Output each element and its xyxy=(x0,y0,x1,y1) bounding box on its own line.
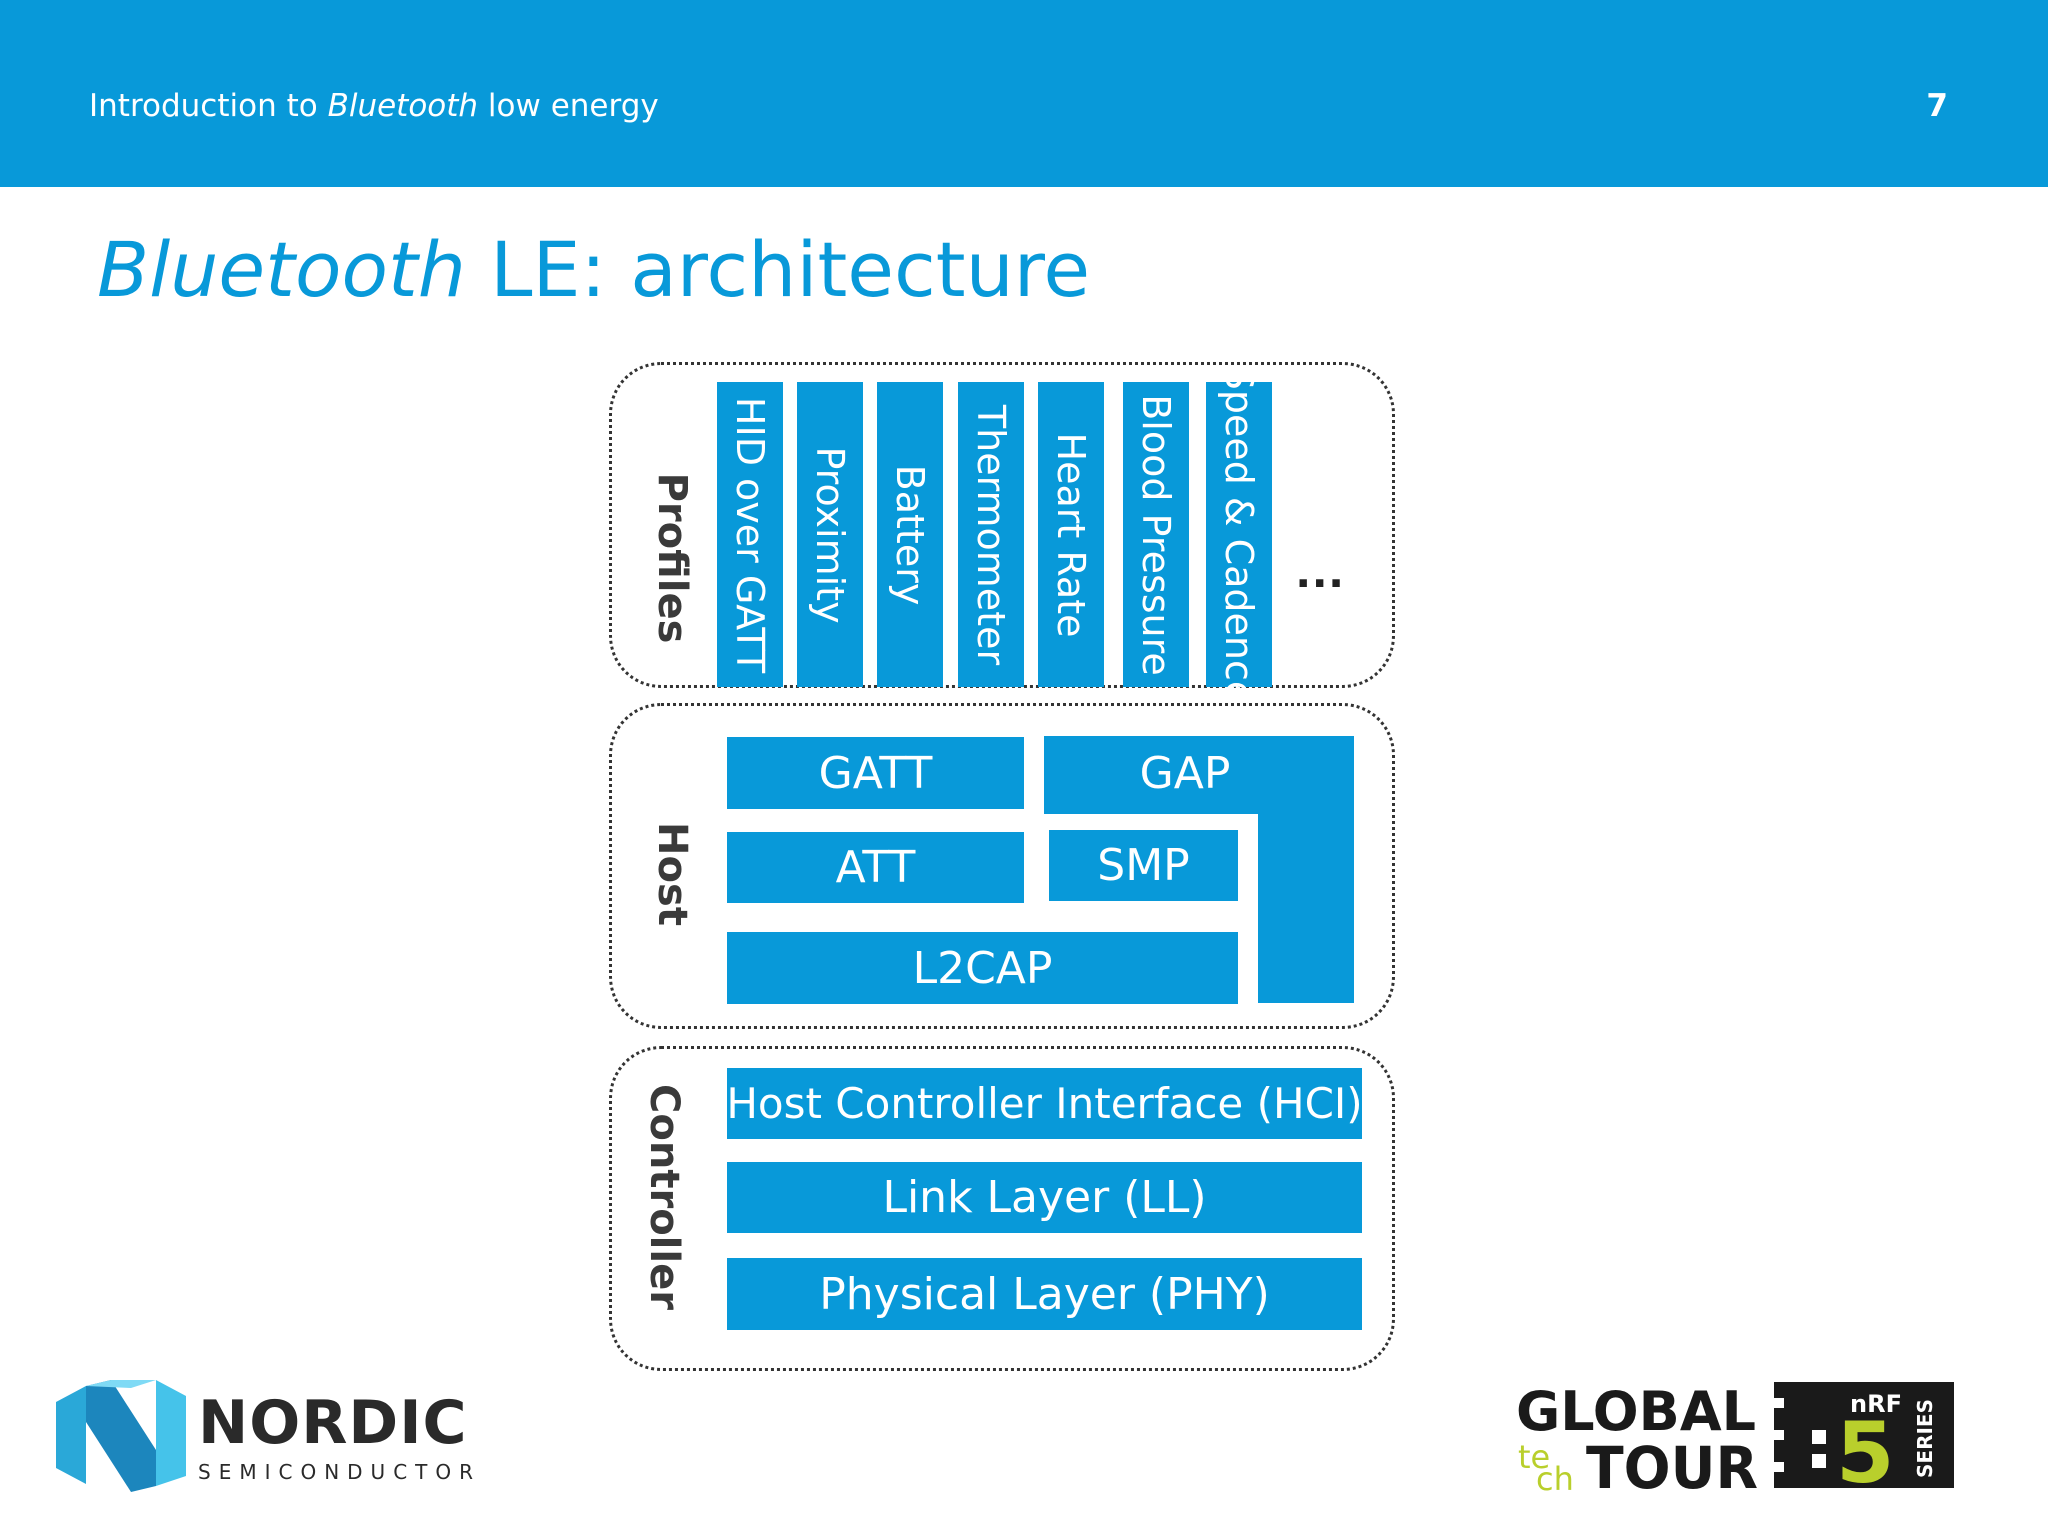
nrf5-nrf-text: nRF xyxy=(1850,1390,1902,1418)
profile-label: Blood Pressure xyxy=(1134,393,1178,676)
l2cap-box: L2CAP xyxy=(727,932,1238,1004)
smp-box: SMP xyxy=(1049,830,1238,901)
hci-box: Host Controller Interface (HCI) xyxy=(726,1068,1363,1139)
gap-box-shape xyxy=(1044,736,1354,1003)
nordic-logo-icon xyxy=(56,1380,186,1492)
physical-layer-box: Physical Layer (PHY) xyxy=(727,1258,1362,1330)
nordic-hex-top xyxy=(86,1380,156,1388)
host-group xyxy=(609,703,1395,1029)
title-rest: LE: architecture xyxy=(465,225,1091,314)
nordic-hex-diagonal xyxy=(86,1380,156,1492)
presentation-subtitle: Introduction to Bluetooth low energy xyxy=(89,86,659,126)
profile-heart-rate: Heart Rate xyxy=(1038,382,1104,687)
profile-label: Thermometer xyxy=(969,404,1013,665)
profile-thermometer: Thermometer xyxy=(958,382,1024,687)
profile-blood-pressure: Blood Pressure xyxy=(1123,382,1189,687)
profiles-label-text: Profiles xyxy=(649,472,695,644)
nrf5-badge-notch-2 xyxy=(1774,1430,1784,1440)
profile-label: Proximity xyxy=(808,445,852,624)
gatt-box: GATT xyxy=(727,737,1024,809)
host-label-text: Host xyxy=(649,822,695,926)
profile-label: HID over GATT xyxy=(728,396,772,673)
tour-tech-ch: ch xyxy=(1536,1460,1574,1492)
tour-tour-text: TOUR xyxy=(1586,1434,1758,1492)
slide-title: Bluetooth LE: architecture xyxy=(97,222,1090,318)
profile-label: Battery xyxy=(888,464,932,605)
nrf5-badge-notch-1 xyxy=(1774,1398,1784,1408)
nrf5-badge-notch-3 xyxy=(1774,1462,1784,1472)
profile-speed-cadence: Speed & Cadence xyxy=(1206,365,1272,704)
title-italic: Bluetooth xyxy=(97,225,466,314)
nordic-name: NORDIC xyxy=(198,1388,468,1458)
profile-label: Speed & Cadence xyxy=(1217,365,1261,704)
nrf5-dot-1 xyxy=(1812,1430,1826,1444)
tour-tech-te: te xyxy=(1518,1438,1550,1476)
profiles-more-ellipsis: ... xyxy=(1296,541,1346,599)
subtitle-prefix: Introduction to xyxy=(89,88,328,124)
gap-box: GAP xyxy=(1139,747,1231,799)
link-layer-box: Link Layer (LL) xyxy=(727,1162,1362,1233)
subtitle-italic: Bluetooth xyxy=(327,88,479,124)
gap-l-shape xyxy=(1044,736,1354,1003)
nrf5-dot-2 xyxy=(1812,1454,1826,1468)
header-bar: Introduction to Bluetooth low energy 7 xyxy=(0,0,2048,187)
controller-group xyxy=(609,1046,1395,1371)
nrf5-badge-bg xyxy=(1774,1382,1954,1488)
page-number: 7 xyxy=(1926,88,1948,124)
nordic-hex-right xyxy=(156,1380,186,1486)
profile-label: Heart Rate xyxy=(1049,432,1093,637)
nordic-hex-left xyxy=(56,1386,86,1484)
nrf5-five-text: 5 xyxy=(1836,1404,1894,1492)
profile-hid-over-gatt: HID over GATT xyxy=(717,382,783,687)
profile-battery: Battery xyxy=(877,382,943,687)
nordic-wordmark: NORDIC SEMICONDUCTOR xyxy=(198,1392,481,1484)
global-tech-tour-logo: GLOBAL te ch TOUR nRF 5 SERIES xyxy=(1516,1380,1954,1492)
subtitle-suffix: low energy xyxy=(478,88,659,124)
nrf5-series-text: SERIES xyxy=(1913,1399,1937,1478)
profile-proximity: Proximity xyxy=(797,382,863,687)
tour-global-text: GLOBAL xyxy=(1516,1380,1756,1443)
nordic-subtitle: SEMICONDUCTOR xyxy=(198,1460,482,1484)
controller-label-text: Controller xyxy=(641,1084,687,1310)
att-box: ATT xyxy=(727,832,1024,903)
